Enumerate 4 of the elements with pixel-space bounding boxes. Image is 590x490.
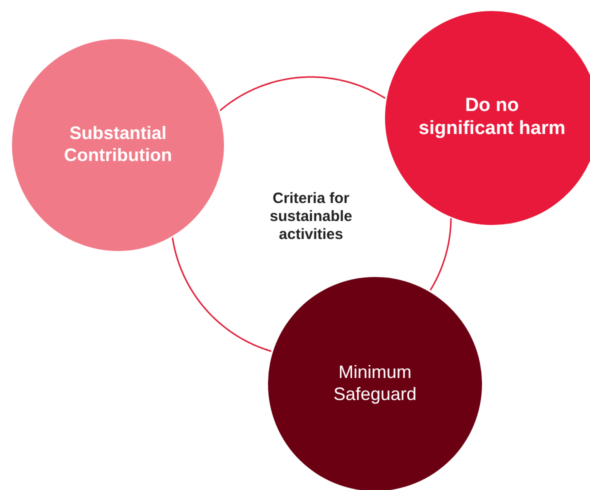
circle-label: Minimum Safeguard [332, 362, 418, 406]
center-text: Criteria for sustainable activities [268, 190, 354, 244]
circle-label: Do no significant harm [418, 95, 566, 141]
circle-label: Substantial Contribution [63, 123, 173, 167]
